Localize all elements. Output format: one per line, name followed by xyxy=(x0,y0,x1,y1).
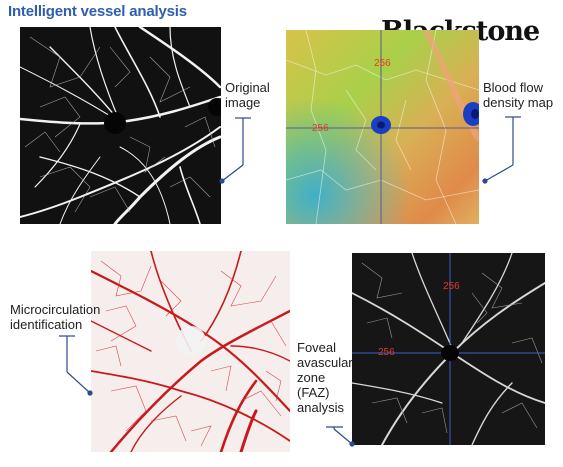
density-map-label: Blood flow density map xyxy=(483,80,553,110)
faz-left-mark: 256 xyxy=(378,347,395,358)
density-map-label-line2: density map xyxy=(483,95,554,110)
density-map xyxy=(286,30,479,224)
original-image-label-line2: image xyxy=(225,95,261,110)
microcirculation-label: Microcirculation identification xyxy=(10,302,100,332)
faz-label-line3: zone xyxy=(297,370,326,385)
microcirculation-panel xyxy=(91,251,290,452)
microcirculation-image xyxy=(91,251,290,452)
faz-label-line2: avascular xyxy=(297,355,353,370)
faz-label: Foveal avascular zone (FAZ) analysis xyxy=(297,340,353,415)
faz-image xyxy=(352,253,545,445)
faz-top-mark: 256 xyxy=(443,281,460,292)
microcirculation-label-line2: identification xyxy=(10,317,83,332)
faz-label-line5: analysis xyxy=(297,400,344,415)
original-image xyxy=(20,27,221,224)
faz-panel: 256 256 xyxy=(352,253,545,445)
original-image-panel xyxy=(20,27,221,224)
microcirculation-label-line1: Microcirculation xyxy=(10,302,101,317)
density-map-panel: 256 256 xyxy=(286,30,479,224)
faz-label-line1: Foveal xyxy=(297,340,337,355)
original-image-label-line1: Original xyxy=(225,80,270,95)
density-top-mark: 256 xyxy=(374,58,391,69)
density-map-label-line1: Blood flow xyxy=(483,80,543,95)
density-left-mark: 256 xyxy=(312,123,329,134)
faz-label-line4: (FAZ) xyxy=(297,385,330,400)
original-image-label: Original image xyxy=(225,80,270,110)
page-title: Intelligent vessel analysis xyxy=(8,3,187,20)
